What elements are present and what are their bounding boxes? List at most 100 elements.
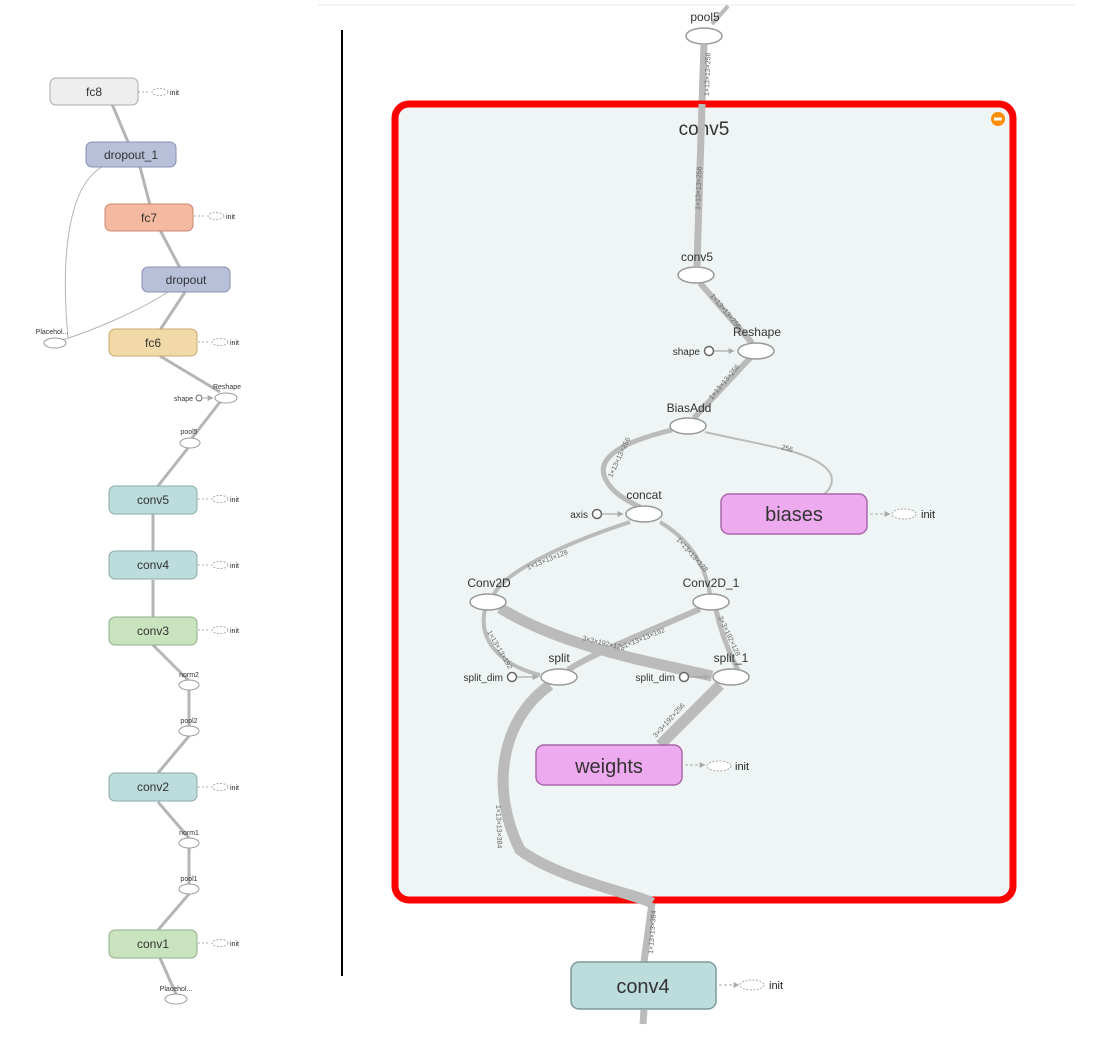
edge-split-1-weights [656, 681, 724, 749]
edge-conv2-norm1 [156, 801, 191, 839]
edge-dropout1-placeholder [64, 166, 103, 339]
overview-node-fc8[interactable]: fc8 [49, 77, 139, 106]
edge-dropout-fc6 [158, 291, 187, 331]
node-label: axis [570, 510, 588, 521]
detail-node-conv2d-1[interactable]: Conv2D_1 [683, 576, 740, 611]
node-label: split [548, 651, 570, 665]
overview-node-norm2[interactable] [178, 679, 200, 691]
detail-node-reshape[interactable]: Reshape [733, 325, 781, 360]
node-label: conv4 [137, 558, 169, 572]
detail-node-pool5[interactable]: pool5 [685, 10, 723, 45]
overview-edges [61, 103, 222, 995]
conv5-group[interactable]: conv5 [391, 100, 1017, 904]
init-ellipse [211, 561, 229, 569]
node-label: Reshape [213, 384, 241, 391]
edge-fc7-dropout [158, 229, 182, 269]
detail-init-links: init init [685, 508, 935, 773]
init-ellipse [739, 979, 765, 991]
edge-label: 256 [780, 444, 793, 454]
detail-node-split-dim-right[interactable] [678, 671, 690, 683]
edge-conv1-placeholder [158, 957, 178, 995]
node-label: conv4 [616, 976, 669, 998]
node-label: dropout_1 [104, 148, 158, 162]
overview-node-dropout[interactable]: dropout [141, 266, 231, 293]
overview-node-fc7[interactable]: fc7 [104, 203, 194, 232]
edge-fc6-reshape [159, 354, 221, 394]
init-label: init [230, 497, 239, 504]
detail-node-split[interactable]: split [540, 651, 578, 686]
edge-concat-conv2d-1 [658, 520, 712, 595]
detail-node-biases[interactable]: biases [720, 493, 868, 535]
overview-node-norm1[interactable] [178, 837, 200, 849]
overview-node-conv4[interactable]: conv4 [108, 550, 198, 580]
node-label: conv5 [681, 250, 713, 264]
node-label: Reshape [733, 325, 781, 339]
init-label: init [170, 90, 179, 97]
detail-node-conv2d[interactable]: Conv2D [467, 576, 511, 611]
node-label: weights [574, 756, 643, 778]
detail-node-shape[interactable] [703, 345, 715, 357]
overview-node-reshape[interactable] [214, 392, 238, 404]
detail-node-split-dim-left[interactable] [506, 671, 518, 683]
edge-conv3-norm2 [151, 643, 190, 682]
detail-node-axis[interactable] [591, 508, 603, 520]
overview-node-shape[interactable] [195, 394, 203, 402]
node-label: conv3 [137, 624, 169, 638]
edge-conv2d-1-split-1 [713, 608, 741, 672]
detail-node-concat[interactable]: concat [625, 488, 663, 523]
node-label: pool5 [180, 429, 197, 436]
edge-reshape-biasadd [691, 355, 753, 421]
overview-node-pool1[interactable] [178, 883, 200, 895]
edge-input-conv5 [693, 103, 706, 267]
edge-conv2d-split [481, 608, 541, 677]
node-label: Conv2D_1 [683, 576, 740, 590]
init-ellipse [211, 338, 229, 346]
node-label: dropout [166, 273, 207, 287]
detail-node-biasadd[interactable]: BiasAdd [667, 401, 712, 435]
edge-group-conv4 [640, 902, 656, 963]
edge-fc8-dropout1 [110, 103, 130, 143]
collapse-icon[interactable] [991, 112, 1005, 126]
node-label: pool1 [180, 876, 197, 883]
edge-in-pool5 [710, 4, 730, 26]
edge-label: 1×13×13×256 [704, 52, 713, 96]
node-label: Conv2D [467, 576, 511, 590]
overview-node-conv1[interactable]: conv1 [108, 929, 198, 959]
init-label: init [921, 509, 935, 521]
node-label: pool2 [180, 718, 197, 725]
detail-node-conv5[interactable]: conv5 [677, 250, 715, 284]
detail-edges [481, 103, 833, 1025]
edge-conv5-reshape [697, 281, 755, 345]
overview-node-pool2[interactable] [178, 725, 200, 737]
node-label: shape [673, 347, 701, 358]
detail-node-split-1[interactable]: split_1 [712, 651, 750, 686]
overview-node-fc6[interactable]: fc6 [108, 328, 198, 357]
node-label: split_dim [636, 673, 675, 684]
edge-split-to-output [497, 680, 656, 908]
init-label: init [230, 563, 239, 570]
overview-op-labels: Placehol... Reshape pool5 norm2 pool2 no… [36, 329, 241, 993]
node-label: conv1 [137, 937, 169, 951]
overview-node-placeholder-bottom[interactable] [164, 993, 188, 1005]
edge-dropout-placeholder [61, 291, 169, 341]
detail-node-weights[interactable]: weights [535, 744, 683, 786]
detail-conv4-init: init [719, 979, 783, 992]
overview-node-conv3[interactable]: conv3 [108, 616, 198, 646]
overview-node-conv2[interactable]: conv2 [108, 772, 198, 802]
init-ellipse [211, 626, 229, 634]
detail-node-conv4[interactable]: conv4 [570, 961, 717, 1010]
overview-init-labels: init init init init init init init init [170, 90, 239, 948]
node-label: conv5 [137, 493, 169, 507]
overview-init-ellipses [151, 88, 229, 947]
node-label: concat [626, 488, 662, 502]
init-ellipse [211, 939, 229, 947]
node-label: Placehol... [36, 329, 69, 336]
edge-pool5-conv5 [156, 447, 190, 487]
node-label: split_1 [714, 651, 749, 665]
overview-node-dropout-1[interactable]: dropout_1 [85, 141, 177, 168]
overview-node-pool5[interactable] [179, 437, 201, 449]
init-ellipse [211, 495, 229, 503]
overview-node-placeholder-top[interactable] [43, 337, 67, 349]
overview-node-conv5[interactable]: conv5 [108, 485, 198, 515]
init-ellipse [891, 508, 917, 520]
